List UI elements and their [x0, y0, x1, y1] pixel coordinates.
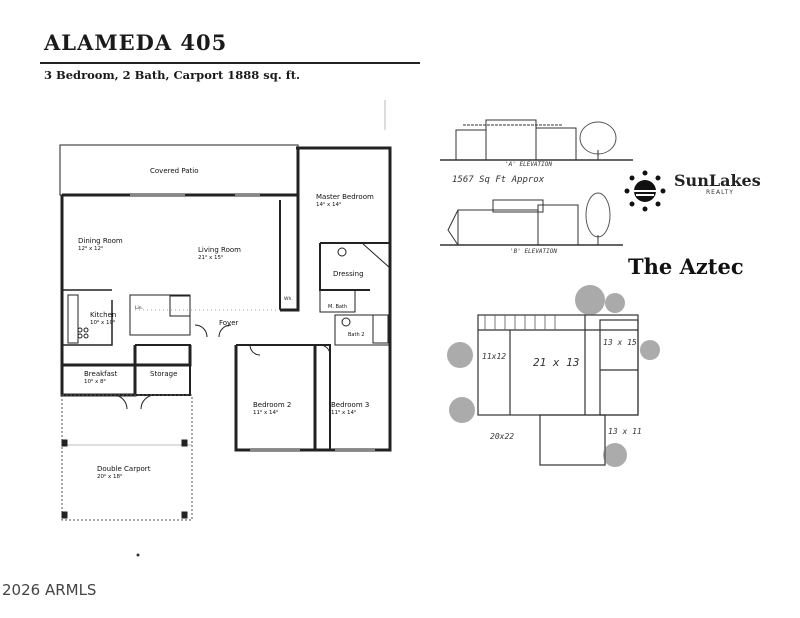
elevation-a-label: 'A' ELEVATION [505, 161, 552, 168]
brochure-plan-sketch [447, 285, 660, 467]
room-water-heater: Wh. [284, 297, 293, 302]
plan-dim-left: 11x12 [482, 352, 507, 361]
plan-dim-right-bottom: 13 x 11 [608, 427, 642, 436]
plan-dim-garage: 20x22 [490, 432, 515, 441]
room-foyer: Foyer [219, 319, 239, 327]
elevation-sketches [440, 119, 633, 246]
room-master-bath: M. Bath [328, 304, 348, 310]
plan-dim-center: 21 x 13 [533, 356, 580, 369]
room-dressing: Dressing [333, 270, 364, 278]
plan-dim-right-top: 13 x 15 [603, 338, 637, 347]
room-storage: Storage [150, 370, 178, 378]
brand-name: SunLakes [674, 171, 761, 190]
room-bath-2: Bath 2 [348, 332, 365, 338]
listing-subtitle: 3 Bedroom, 2 Bath, Carport 1888 sq. ft. [44, 68, 301, 82]
brand-subtitle: REALTY [706, 189, 734, 196]
elevation-b-label: 'B' ELEVATION [510, 248, 557, 255]
room-covered-patio: Covered Patio [150, 167, 199, 175]
sqft-note: 1567 Sq Ft Approx [452, 175, 545, 185]
title-divider [40, 62, 420, 64]
sun-logo [624, 170, 666, 212]
room-linen: Lin. [135, 306, 144, 311]
model-name: The Aztec [628, 254, 744, 279]
listing-title: ALAMEDA 405 [44, 30, 228, 55]
copyright-text: 2026 ARMLS [2, 581, 97, 599]
